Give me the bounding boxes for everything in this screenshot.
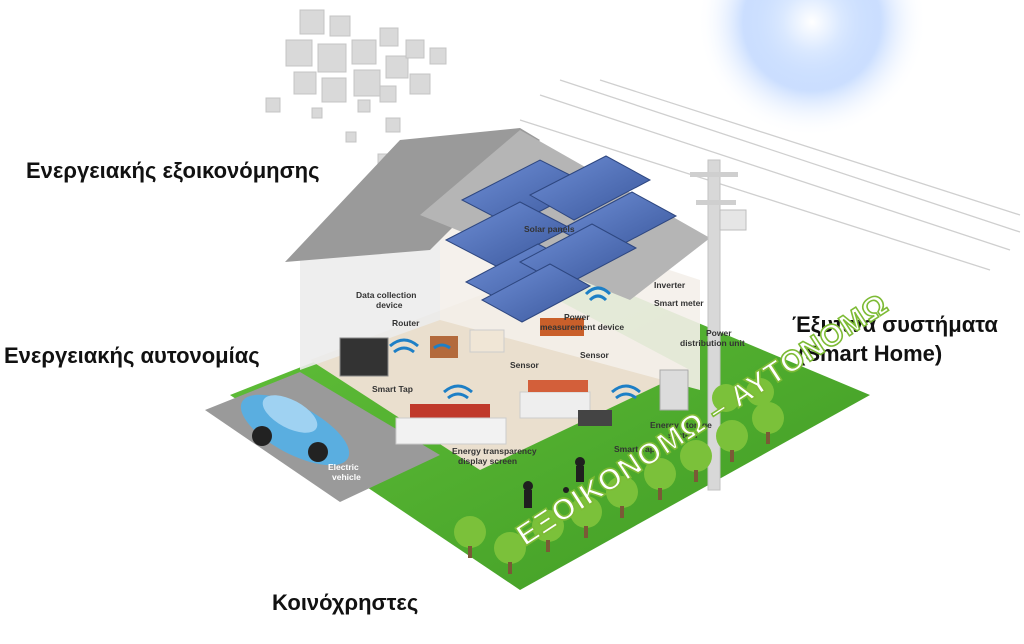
label-smart-tap-right: Smart Tap	[614, 444, 655, 454]
electric-car	[240, 394, 350, 466]
label-energy-storage-2: system	[668, 430, 698, 440]
label-sensor-right: Sensor	[580, 350, 610, 360]
roof	[285, 128, 540, 262]
power-lines	[519, 79, 1021, 271]
label-sensor-left: Sensor	[510, 360, 540, 370]
sun-glow	[697, 0, 927, 137]
label-display-1: Energy transparency	[452, 446, 537, 456]
caption-smart-systems-line2: (Smart Home)	[798, 341, 943, 367]
label-display-2: display screen	[458, 456, 517, 466]
device-labels: Solar panels Inverter Smart meter Power …	[328, 224, 745, 482]
label-data-collection-1: Data collection	[356, 290, 416, 300]
label-ev-1: Electric	[328, 462, 359, 472]
solar-panel-array	[444, 155, 678, 323]
label-power-dist-2: distribution unit	[680, 338, 745, 348]
label-solar-panels: Solar panels	[524, 224, 575, 234]
label-smart-tap-left: Smart Tap	[372, 384, 413, 394]
tree-row	[454, 378, 784, 574]
label-power-measure-2: measurement device	[540, 322, 624, 332]
label-energy-storage-1: Energy storage	[650, 420, 712, 430]
caption-energy-savings: Ενεργειακής εξοικονόμησης	[26, 158, 320, 183]
caption-smart-systems: Έξυπνα συστήματα (Smart Home)	[792, 312, 998, 367]
interior-furniture	[339, 318, 689, 445]
label-ev-2: vehicle	[332, 472, 361, 482]
label-smart-meter: Smart meter	[654, 298, 704, 308]
caption-smart-systems-line1: Έξυπνα συστήματα	[792, 312, 998, 337]
children-silhouettes	[523, 457, 585, 508]
label-power-measure-1: Power	[564, 312, 590, 322]
cube-cloud-icon	[265, 9, 447, 167]
label-inverter: Inverter	[654, 280, 686, 290]
caption-energy-autonomy: Ενεργειακής αυτονομίας	[4, 343, 260, 368]
label-power-dist-1: Power	[706, 328, 732, 338]
caption-common-areas: Κοινόχρηστες	[272, 590, 419, 615]
label-router: Router	[392, 318, 420, 328]
wifi-signal-icon	[389, 286, 641, 400]
label-data-collection-2: device	[376, 300, 403, 310]
